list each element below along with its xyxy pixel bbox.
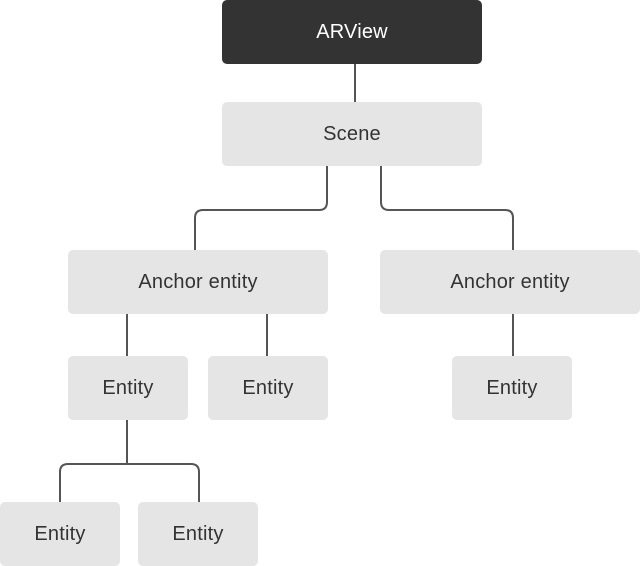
connector-entity-bottom-left (59, 463, 128, 503)
entity-label-middle: Entity (242, 376, 294, 399)
entity-node-middle: Entity (208, 356, 328, 420)
entity-node-left: Entity (68, 356, 188, 420)
entity-node-bottom-left: Entity (0, 502, 120, 566)
connector-scene-anchor-left (194, 165, 328, 251)
entity-node-bottom-right: Entity (138, 502, 258, 566)
anchor-entity-node-left: Anchor entity (68, 250, 328, 314)
arview-node: ARView (222, 0, 482, 64)
anchor-entity-label-left: Anchor entity (138, 270, 258, 293)
entity-label-bottom-right: Entity (172, 522, 224, 545)
entity-node-right: Entity (452, 356, 572, 420)
connector-entity-bottom-right (126, 463, 200, 503)
entity-label-bottom-left: Entity (34, 522, 86, 545)
scene-node: Scene (222, 102, 482, 166)
anchor-entity-node-right: Anchor entity (380, 250, 640, 314)
entity-label-left: Entity (102, 376, 154, 399)
entity-label-right: Entity (486, 376, 538, 399)
anchor-entity-label-right: Anchor entity (450, 270, 570, 293)
connector-scene-anchor-right (380, 165, 514, 251)
scene-label: Scene (323, 122, 381, 145)
arview-label: ARView (316, 20, 388, 43)
